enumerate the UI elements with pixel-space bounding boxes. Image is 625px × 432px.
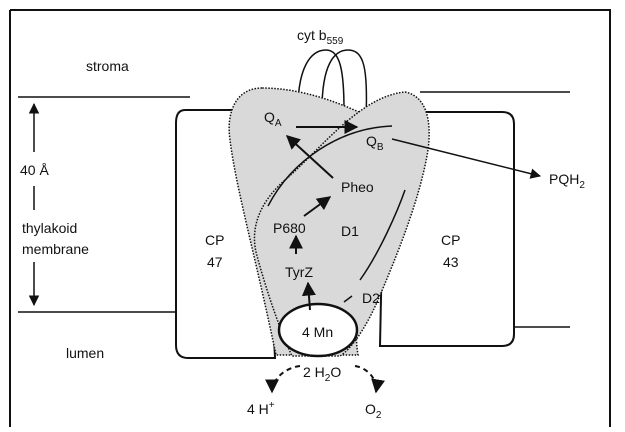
oxygen-label: O2: [365, 401, 382, 421]
protons-label: 4 H+: [247, 400, 275, 417]
arrow-water-to-oxygen: [355, 366, 376, 392]
lumen-label: lumen: [66, 345, 104, 361]
pqh2-label: PQH2: [549, 171, 585, 191]
cyt-b559-label: cyt b559: [297, 27, 344, 47]
d1-label: D1: [341, 223, 359, 239]
cp47-label-line2: 47: [207, 254, 223, 270]
arrow-water-to-protons: [272, 366, 300, 392]
mn-label: 4 Mn: [302, 324, 333, 340]
cp43-label-line1: CP: [441, 232, 460, 248]
membrane-label-line1: thylakoid: [22, 220, 77, 236]
p680-label: P680: [273, 220, 306, 236]
pheo-label: Pheo: [341, 179, 374, 195]
cp47-label-line1: CP: [205, 232, 224, 248]
membrane-label-line2: membrane: [22, 241, 89, 257]
thickness-label: 40 Å: [20, 162, 49, 178]
water-label: 2 H2O: [303, 364, 341, 384]
tyrz-label: TyrZ: [285, 264, 313, 280]
cp43-label-line2: 43: [443, 254, 459, 270]
d2-label: D2: [362, 290, 380, 306]
stroma-label: stroma: [86, 58, 129, 74]
